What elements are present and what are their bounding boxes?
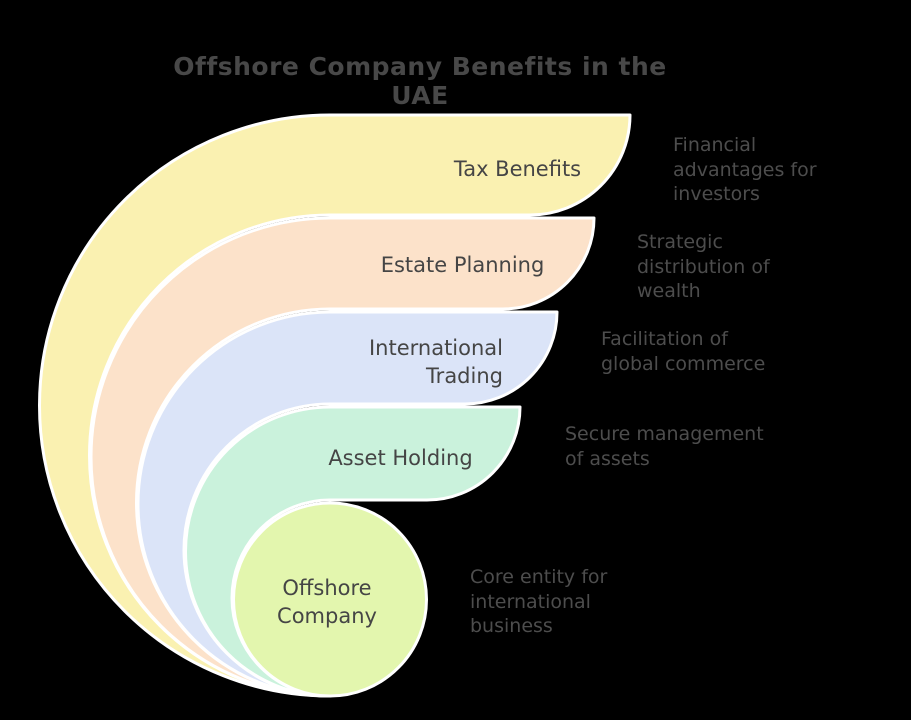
band-label-international-trading: International Trading <box>368 336 503 388</box>
note-international-trading: Facilitation of global commerce <box>601 328 766 375</box>
band-label-tax-benefits: Tax Benefits <box>453 157 582 181</box>
page-title: Offshore Company Benefits in the UAE <box>173 52 667 110</box>
note-tax-benefits: Financial advantages for investors <box>673 134 817 205</box>
band-label-estate-planning: Estate Planning <box>380 253 545 277</box>
core-circle-offshore-company <box>232 501 428 698</box>
note-asset-holding: Secure management of assets <box>565 423 764 470</box>
note-estate-planning: Strategic distribution of wealth <box>637 231 770 302</box>
core-label-offshore-company: Offshore Company <box>277 576 377 628</box>
note-offshore-company: Core entity for international business <box>470 566 608 637</box>
band-label-asset-holding: Asset Holding <box>328 446 473 470</box>
